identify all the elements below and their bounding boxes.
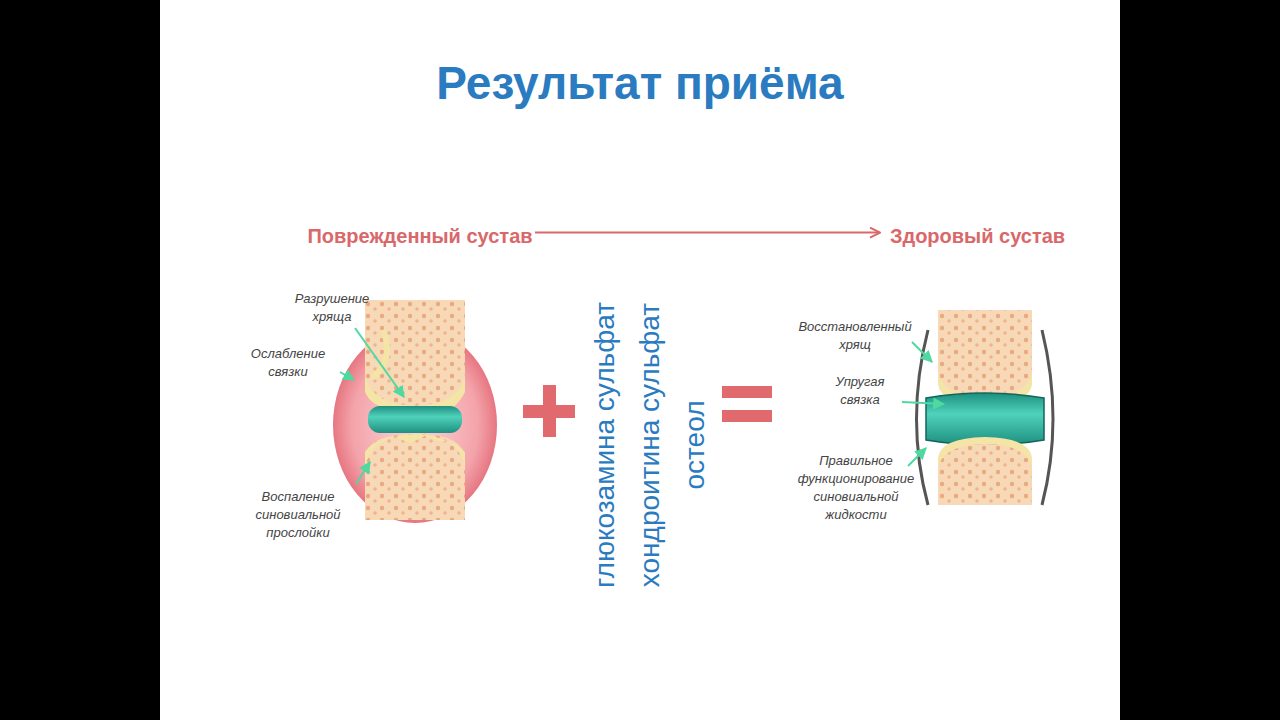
flow-arrow bbox=[535, 232, 880, 234]
rotated-ingredients: глюкозамина сульфатхондроитина сульфатос… bbox=[582, 265, 718, 625]
ingredient-name: глюкозамина сульфат bbox=[582, 265, 627, 625]
ingredient-name: хондроитина сульфат bbox=[627, 265, 672, 625]
joint-heading: Поврежденный сустав bbox=[305, 220, 535, 250]
callout-label: Воспаление синовиальной прослойки bbox=[238, 488, 358, 542]
joint-node: Поврежденный сустав bbox=[305, 220, 535, 530]
callout-label: Разрушение хряща bbox=[282, 290, 382, 326]
callout-label: Правильное функционирование синовиальной… bbox=[792, 452, 920, 524]
ingredient-name: остеол bbox=[672, 265, 717, 625]
page-title: Результат приёма bbox=[160, 56, 1120, 110]
joint-heading: Здоровый сустав bbox=[880, 220, 1075, 250]
callout-label: Ослабление связки bbox=[238, 345, 338, 381]
callout-label: Упругая связка bbox=[820, 373, 900, 409]
callout-label: Восстановленный хрящ bbox=[790, 318, 920, 354]
